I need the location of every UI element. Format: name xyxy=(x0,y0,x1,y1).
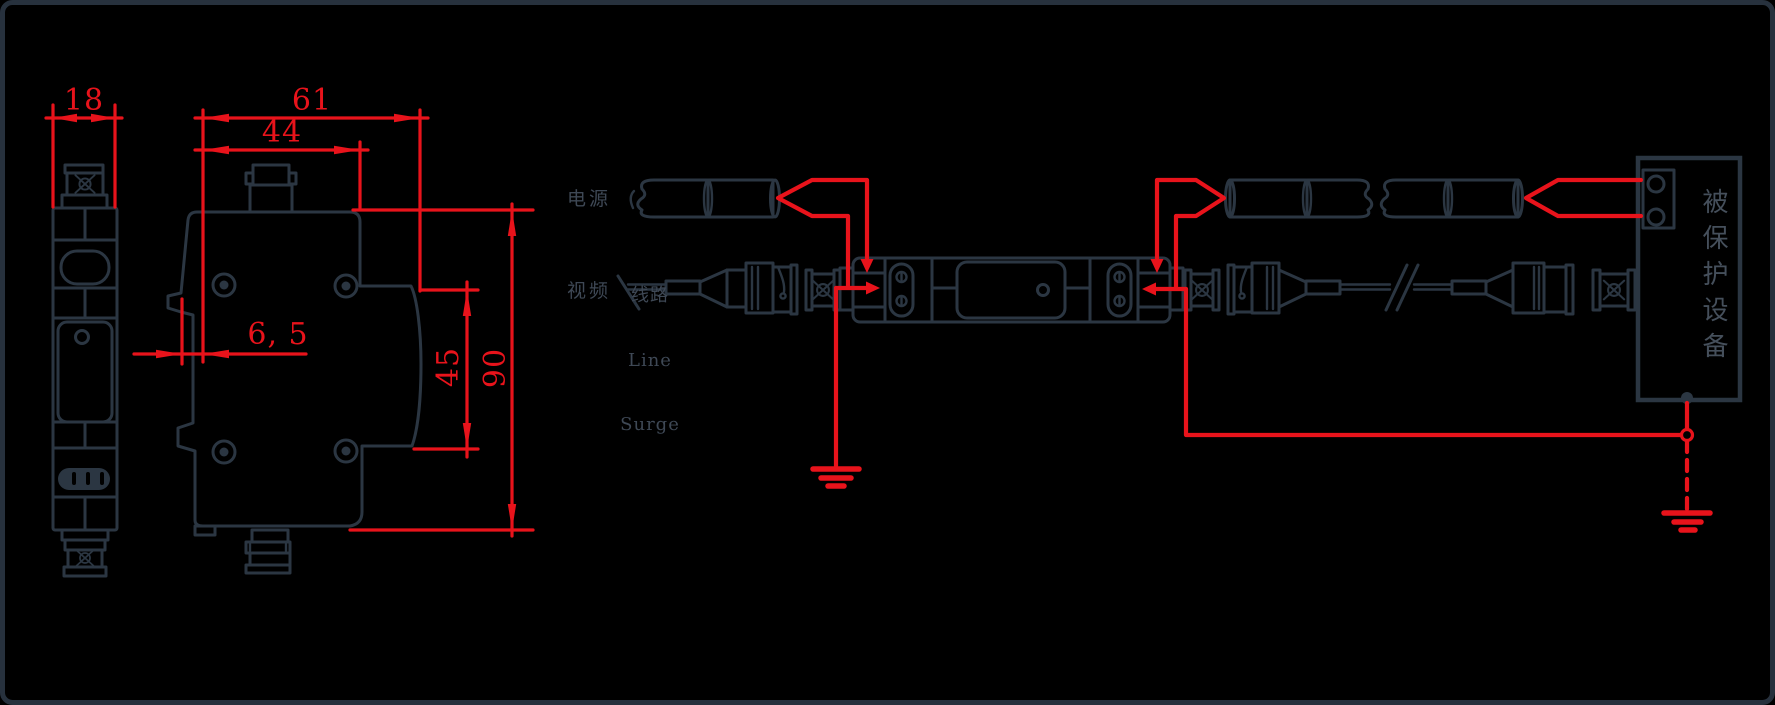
dimension-90: 90 xyxy=(477,347,513,389)
side-view-dimension-18 xyxy=(44,103,124,209)
ground-symbol-center xyxy=(810,466,862,489)
video-label: 视频 xyxy=(566,280,612,303)
lead-break-slash xyxy=(616,274,641,311)
line-surge-en2: Surge xyxy=(620,413,680,435)
line-surge-label: 线路 Line Surge xyxy=(620,242,680,479)
line-surge-en1: Line xyxy=(628,349,672,371)
dimension-45: 45 xyxy=(430,346,466,388)
dimension-44: 44 xyxy=(261,114,303,150)
line-surge-cn: 线路 xyxy=(630,284,669,306)
front-view-drawing xyxy=(166,163,423,575)
cable-break-symbol xyxy=(1384,263,1420,312)
protected-device-box xyxy=(1635,155,1743,404)
wiring-red-lines xyxy=(775,177,1713,533)
mounting-screws xyxy=(211,272,359,465)
side-view-drawing xyxy=(51,163,119,578)
power-terminal-block xyxy=(1641,168,1676,230)
bnc-connector-right xyxy=(1250,261,1281,315)
ground-junction-node xyxy=(1679,427,1695,443)
dimension-6-5: 6, 5 xyxy=(247,316,309,352)
video-cable-left xyxy=(616,261,842,316)
protected-device-label: 被保护设备 xyxy=(1697,188,1728,368)
ground-symbol-right xyxy=(1661,510,1713,533)
ground-run-wire xyxy=(1183,286,1684,438)
dimension-18: 18 xyxy=(63,82,105,118)
ground-terminal-dot xyxy=(1681,392,1693,404)
power-label: 电源 xyxy=(566,188,612,211)
front-view-dimensions xyxy=(132,108,535,538)
power-cable-right xyxy=(1224,178,1524,219)
bnc-connector-left xyxy=(744,261,775,315)
video-cable-right xyxy=(1226,261,1637,316)
dimension-61: 61 xyxy=(291,82,333,118)
power-cable-left xyxy=(629,178,781,219)
